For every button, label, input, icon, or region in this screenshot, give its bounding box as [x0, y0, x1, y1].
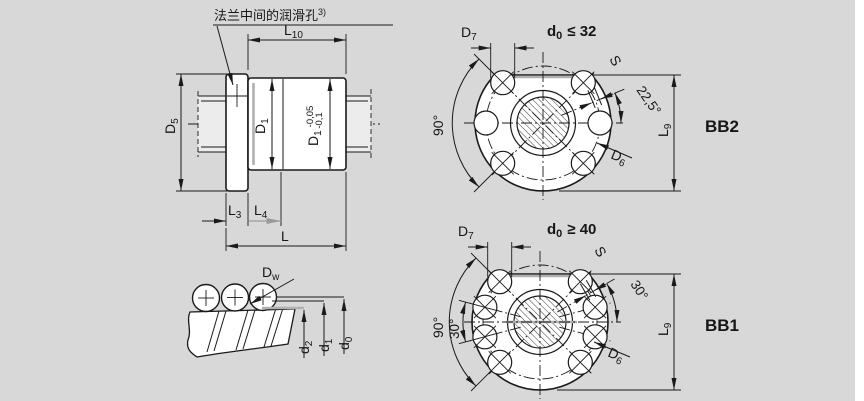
- screw-stub-right: [346, 89, 372, 159]
- dim-d0: d0: [276, 296, 355, 354]
- dim-d0-label: d0: [336, 336, 355, 350]
- bb2-D7-label: D7: [461, 24, 477, 43]
- bb1-30deg-right-label: 30°: [627, 277, 651, 302]
- dim-d2-label: d2: [296, 340, 315, 354]
- bb1-dim-30deg-right: 30°: [606, 277, 651, 323]
- bb1-dim-D6: D6: [593, 341, 631, 368]
- page-margin-strip: [855, 0, 864, 401]
- bb1-view: 90° 30° 30° S D7 D6: [430, 221, 739, 399]
- bb1-dim-D7: D7: [458, 223, 531, 277]
- dim-L10: L10: [247, 22, 347, 74]
- bb2-view: 90° D7 S 22,5° D6 L9: [430, 23, 739, 200]
- side-view: [188, 73, 380, 192]
- screw-thread-detail: Dw d0 d1 d2: [186, 264, 355, 358]
- bb1-condition-title: d0≥ 40: [547, 221, 596, 240]
- bb2-dim-22-5deg: 22,5°: [614, 83, 664, 124]
- bb1-90deg-label: 90°: [430, 317, 446, 338]
- bb1-S-label: S: [591, 244, 610, 260]
- bb2-S-label: S: [606, 53, 625, 69]
- bb2-view-name: BB2: [705, 117, 739, 136]
- dim-D1-label: D1: [252, 118, 271, 134]
- bb1-D7-label: D7: [458, 223, 474, 242]
- dim-L4: L4: [249, 172, 282, 226]
- dim-d1: d1: [272, 300, 335, 356]
- lube-note-text: 法兰中间的润滑孔3): [214, 7, 326, 23]
- bb2-dim-D7: D7: [461, 24, 534, 78]
- bb1-dim-L9: L9: [557, 273, 681, 391]
- dim-d2: d2: [262, 306, 315, 358]
- dim-Dw-label: Dw: [262, 264, 280, 283]
- bb1-view-name: BB1: [705, 316, 739, 335]
- dim-L: L: [225, 172, 347, 251]
- thread-groove-lines: [206, 307, 284, 353]
- bb1-bolt-holes: [472, 269, 608, 375]
- dim-D5: D5: [162, 73, 227, 192]
- bb1-30deg-left-label: 30°: [447, 319, 462, 339]
- bb2-condition-title: d0≤ 32: [547, 23, 596, 42]
- bb2-L9-label: L9: [655, 123, 674, 137]
- bb2-dim-D6: D6: [596, 142, 633, 170]
- bb2-dim-90deg: 90°: [430, 53, 494, 193]
- screw-stub-left: [197, 91, 226, 157]
- bb1-D6-label: D6: [605, 344, 627, 368]
- dim-L4-label: L4: [254, 202, 268, 221]
- bb1-dim-30deg-left: 30°: [447, 299, 497, 345]
- dim-d1-label: d1: [316, 338, 335, 352]
- dim-D5-label: D5: [162, 118, 181, 134]
- bb2-90deg-label: 90°: [430, 115, 446, 136]
- dim-D1: D1: [252, 79, 275, 169]
- bb2-22-5deg-label: 22,5°: [634, 83, 664, 118]
- dim-D1-tolerance: D1-0,05-0,1: [305, 79, 333, 169]
- bb1-L9-label: L9: [655, 322, 674, 336]
- dim-L-label: L: [281, 228, 289, 244]
- bb1-dim-90deg: 90°: [430, 252, 491, 392]
- bb2-D6-label: D6: [608, 146, 630, 170]
- bb2-dim-L9: L9: [559, 74, 681, 192]
- note-leader-line: [216, 25, 234, 86]
- dim-L3: L3: [202, 193, 249, 226]
- lube-note: 法兰中间的润滑孔3): [213, 7, 393, 86]
- lube-hole-symbol: [227, 84, 247, 107]
- dim-Dw: Dw: [249, 264, 295, 305]
- dim-D1-tolerance-label: D1-0,05-0,1: [305, 106, 325, 146]
- dim-L3-label: L3: [228, 202, 242, 221]
- dim-L10-label: L10: [284, 22, 303, 41]
